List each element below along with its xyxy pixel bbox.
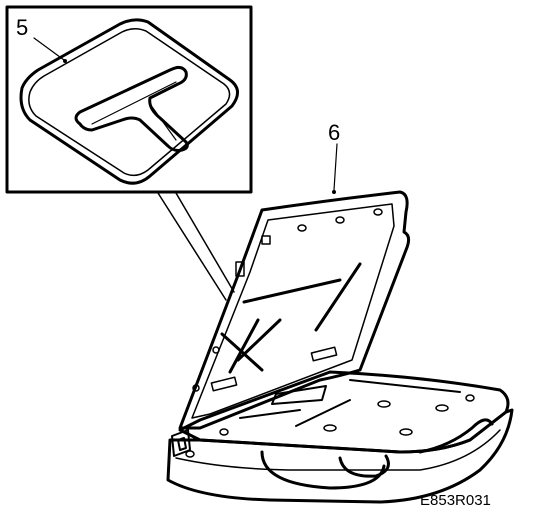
seat-assembly (166, 190, 514, 504)
callout-5-dot (63, 59, 67, 63)
cushion-pad-inner (28, 28, 231, 177)
seat-plate-details (239, 379, 461, 427)
callout-5-label: 5 (16, 15, 28, 40)
seat-base-trim (175, 429, 501, 471)
inset-frame (5, 5, 253, 194)
seat-back-holes (192, 208, 383, 392)
callout-6-dot (332, 190, 336, 194)
inset-detail (5, 5, 253, 194)
callout-6-label: 6 (328, 120, 340, 145)
seat-back-ribs (220, 262, 362, 374)
seat-plate-holes (185, 394, 475, 458)
seat-base-body (166, 408, 514, 504)
cushion-seam (91, 81, 177, 141)
inset-leaders (157, 192, 235, 301)
callout-6: 6 (328, 120, 340, 194)
seat-base-curves (260, 418, 494, 490)
cushion-pad-outer (19, 18, 239, 185)
seat-back-frame (178, 190, 411, 430)
cushion-t-slot (74, 65, 189, 152)
seat-back-inner (191, 203, 395, 419)
seat-base-top (178, 370, 510, 454)
seat-hinge (171, 429, 191, 457)
figure-code: E853R031 (420, 492, 491, 509)
callout-5: 5 (16, 15, 67, 63)
